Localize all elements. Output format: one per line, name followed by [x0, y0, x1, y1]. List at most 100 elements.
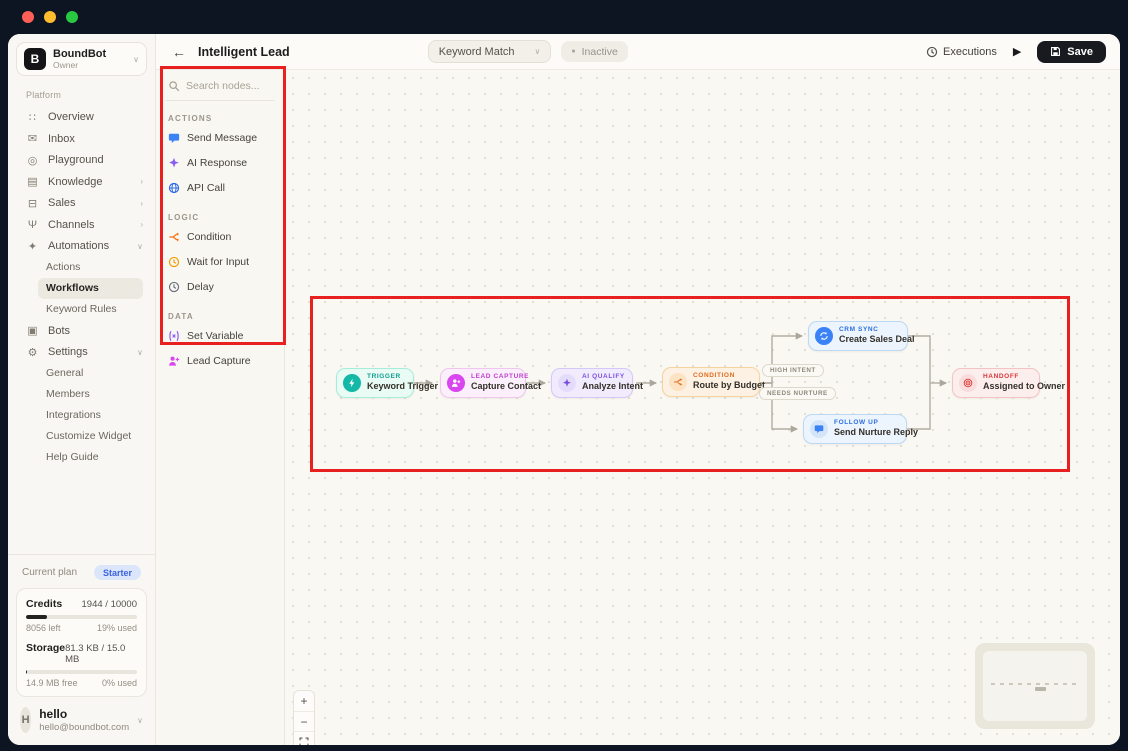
workspace-switcher[interactable]: B BoundBot Owner ∨ [16, 42, 147, 77]
credits-value: 1944 / 10000 [81, 599, 137, 610]
sidebar-item-knowledge[interactable]: ▤ Knowledge › [27, 175, 143, 189]
trigger-type-select[interactable]: Keyword Match ∨ [427, 40, 552, 63]
target-icon [959, 374, 977, 392]
node-assigned-to-owner[interactable]: HANDOFF Assigned to Owner [952, 368, 1065, 398]
close-window-button[interactable] [22, 11, 34, 23]
node-palette: ACTIONS Send Message AI Response API Cal… [156, 70, 285, 745]
user-menu[interactable]: H hello hello@boundbot.com ∨ [16, 697, 147, 737]
fit-view-icon [299, 737, 309, 746]
sidebar-item-settings[interactable]: ⚙ Settings ∨ [27, 346, 143, 359]
save-button[interactable]: Save [1037, 40, 1106, 63]
credits-left: 8056 left [26, 623, 61, 633]
sidebar-item-automations[interactable]: ✦ Automations ∨ [27, 240, 143, 253]
usage-card: Credits 1944 / 10000 8056 left 19% used … [16, 588, 147, 697]
node-capture-contact[interactable]: LEAD CAPTURE Capture Contact [440, 368, 541, 398]
sidebar-item-help-guide[interactable]: Help Guide [46, 451, 99, 464]
palette-item-api-call[interactable]: API Call [166, 175, 274, 200]
sidebar-item-members[interactable]: Members [46, 388, 90, 401]
palette-item-set-variable[interactable]: Set Variable [166, 323, 274, 348]
sidebar-item-general[interactable]: General [46, 367, 84, 380]
workspace-role: Owner [53, 59, 79, 70]
save-icon [1050, 46, 1061, 57]
sidebar-item-customize-widget[interactable]: Customize Widget [46, 430, 132, 443]
plan-badge[interactable]: Starter [93, 565, 141, 580]
canvas-minimap[interactable] [975, 643, 1095, 729]
status-dot-icon: ● [571, 48, 576, 55]
palette-section-actions: ACTIONS [168, 114, 213, 123]
sidebar-item-integrations[interactable]: Integrations [46, 409, 101, 422]
palette-item-wait-for-input[interactable]: Wait for Input [166, 249, 274, 274]
executions-button[interactable]: Executions [926, 46, 997, 58]
zoom-in-button[interactable]: + [300, 694, 308, 708]
storage-value: 81.3 KB / 15.0 MB [65, 643, 126, 665]
sidebar-item-bots[interactable]: ▣ Bots [27, 324, 71, 338]
sidebar-item-playground[interactable]: ◎ Playground [27, 154, 104, 167]
window-titlebar [0, 0, 1128, 34]
minimize-window-button[interactable] [44, 11, 56, 23]
node-send-nurture-reply[interactable]: FOLLOW UP Send Nurture Reply [803, 414, 918, 444]
avatar: H [20, 707, 32, 733]
search-nodes-field[interactable] [166, 78, 274, 101]
user-name: hello [39, 707, 68, 722]
play-circle-icon: ◎ [27, 154, 38, 167]
workflow-header: ← Intelligent Lead Keyword Match ∨ ● Ina… [156, 34, 1120, 70]
chat-icon [810, 420, 828, 438]
globe-icon [168, 182, 180, 194]
palette-item-lead-capture[interactable]: Lead Capture [166, 348, 274, 373]
chevron-right-icon: › [140, 198, 143, 208]
run-workflow-button[interactable]: ▶ [1012, 46, 1022, 58]
palette-section-data: DATA [168, 312, 194, 321]
search-input[interactable] [186, 80, 272, 92]
storage-free: 14.9 MB free [26, 678, 78, 688]
node-create-sales-deal[interactable]: CRM SYNC Create Sales Deal [808, 321, 915, 351]
status-badge[interactable]: ● Inactive [561, 41, 628, 62]
storage-label: Storage [26, 642, 66, 654]
search-icon [168, 80, 180, 92]
clock-icon [926, 46, 938, 58]
sidebar-item-inbox[interactable]: ✉ Inbox [27, 132, 75, 146]
node-keyword-trigger[interactable]: TRIGGER Keyword Trigger [336, 368, 438, 398]
palette-item-delay[interactable]: Delay [166, 274, 274, 299]
grid-icon: ∷ [29, 111, 36, 124]
branch-icon [168, 231, 180, 243]
chevron-down-icon: ∨ [133, 54, 139, 64]
chevron-down-icon: ∨ [534, 47, 541, 56]
app-content: B BoundBot Owner ∨ Platform ∷ Overview ✉… [8, 34, 1120, 745]
sidebar-item-sales[interactable]: ⊟ Sales › [27, 197, 143, 210]
sidebar-item-channels[interactable]: Ψ Channels › [27, 218, 143, 231]
credits-label: Credits [26, 598, 63, 610]
edge-label-high-intent: HIGH INTENT [762, 364, 824, 377]
sparkle-icon [168, 157, 180, 169]
palette-section-logic: LOGIC [168, 213, 200, 222]
workspace-logo: B [24, 48, 46, 71]
sparkle-icon [558, 374, 576, 392]
palette-item-ai-response[interactable]: AI Response [166, 150, 274, 175]
inbox-icon: ✉ [27, 133, 38, 146]
sidebar-item-overview[interactable]: ∷ Overview [8, 106, 155, 128]
sidebar-item-actions[interactable]: Actions [46, 261, 81, 274]
storage-used: 0% used [101, 678, 137, 688]
zoom-out-button[interactable]: − [294, 711, 314, 731]
maximize-window-button[interactable] [66, 11, 78, 23]
palette-item-send-message[interactable]: Send Message [166, 125, 274, 150]
credits-progress-bar [26, 615, 137, 619]
chevron-right-icon: › [140, 177, 143, 187]
variable-icon [168, 330, 180, 342]
palette-item-condition[interactable]: Condition [166, 224, 274, 249]
back-button[interactable]: ← [172, 43, 186, 60]
minimap-nodes [991, 683, 1079, 686]
sidebar-item-workflows[interactable]: Workflows [38, 277, 143, 299]
node-route-by-budget[interactable]: CONDITION Route by Budget [662, 367, 765, 397]
sidebar-footer: Current plan Starter Credits 1944 / 1000… [8, 554, 155, 737]
fit-view-button[interactable] [294, 731, 314, 745]
sidebar-item-keyword-rules[interactable]: Keyword Rules [46, 303, 117, 316]
current-plan-label: Current plan [22, 567, 78, 578]
sales-icon: ⊟ [27, 197, 38, 210]
node-analyze-intent[interactable]: AI QUALIFY Analyze Intent [551, 368, 643, 398]
sync-icon [815, 327, 833, 345]
workflow-editor: ACTIONS Send Message AI Response API Cal… [156, 70, 1120, 745]
user-plus-icon [447, 374, 465, 392]
workflow-canvas[interactable] [285, 70, 1120, 745]
book-icon: ▤ [27, 176, 38, 189]
